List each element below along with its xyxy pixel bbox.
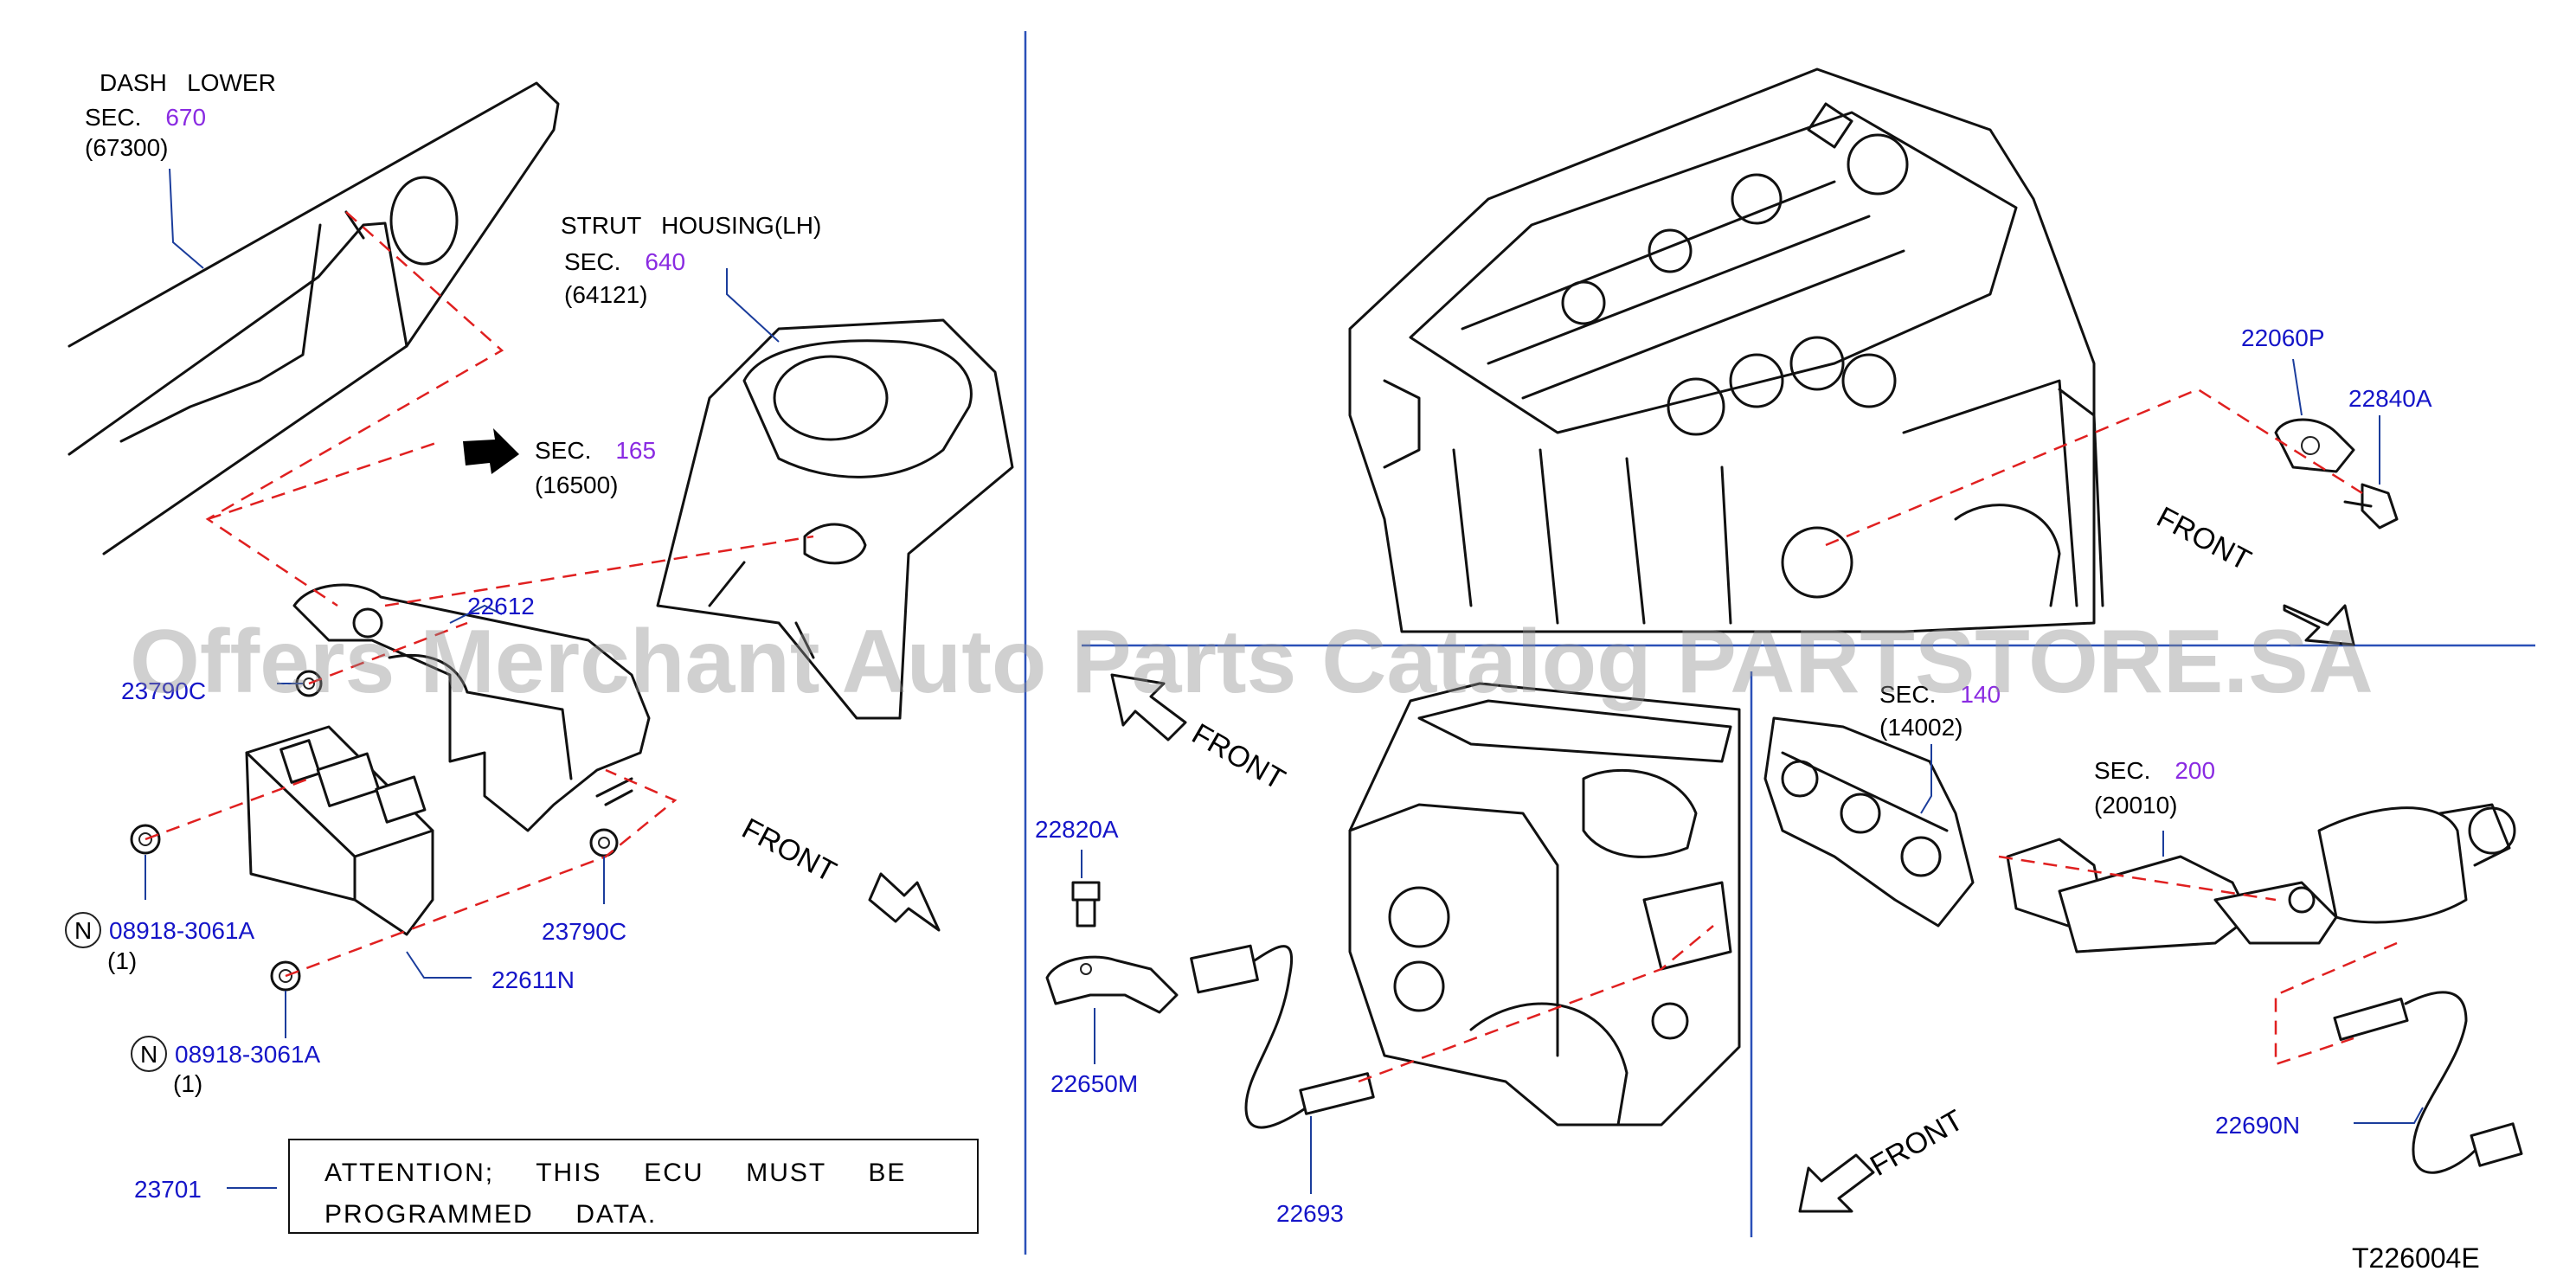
dash-lower-panel (67, 81, 560, 555)
attention-line-1: ATTENTION; THIS ECU MUST BE (324, 1159, 907, 1187)
sec-165-number: 165 (615, 437, 656, 464)
leader-lines (145, 168, 2424, 1194)
strut-housing-sec-number: 640 (645, 248, 685, 275)
strut-housing-code: (64121) (564, 281, 648, 308)
part-22611n[interactable]: 22611N (491, 966, 575, 993)
part-22650m[interactable]: 22650M (1050, 1070, 1138, 1097)
front-arrow-left-icon (868, 872, 941, 932)
front-arrow-right-top-icon (2283, 604, 2355, 646)
sec-165-ref: SEC.165 (535, 437, 656, 464)
attention-box: ATTENTION; THIS ECU MUST BE PROGRAMMED D… (288, 1139, 979, 1234)
front-arrow-middle-icon (1110, 673, 1187, 742)
part-23701[interactable]: 23701 (134, 1176, 202, 1203)
dash-lower-sec: SEC.670 (85, 104, 206, 131)
diagram-code: T226004E (2352, 1242, 2480, 1274)
part-22612[interactable]: 22612 (467, 593, 535, 620)
catalytic-converter (2006, 803, 2516, 953)
dash-lower-name: DASH LOWER (100, 69, 276, 96)
strut-housing-name: STRUT HOUSING(LH) (561, 212, 821, 239)
dashed-alignment-left (145, 211, 814, 978)
dash-lower-code: (67300) (85, 134, 169, 161)
n-symbol-upper: N (74, 917, 92, 944)
part-22693[interactable]: 22693 (1276, 1200, 1344, 1227)
strut-housing-sec: SEC.640 (564, 248, 685, 275)
part-08918-lower[interactable]: 08918-3061A (175, 1041, 320, 1068)
part-08918-upper[interactable]: 08918-3061A (109, 917, 254, 944)
sec-140-number: 140 (1960, 681, 2001, 708)
attention-line-2: PROGRAMMED DATA. (324, 1200, 658, 1229)
bracket-22650m (1045, 955, 1179, 1014)
bolt-22840a (2343, 483, 2399, 530)
dash-lower-sec-number: 670 (165, 104, 206, 131)
qty-08918-lower: (1) (173, 1070, 202, 1097)
part-23790c-upper[interactable]: 23790C (121, 677, 206, 704)
engine-upper (1348, 67, 2104, 633)
part-23790c-lower[interactable]: 23790C (542, 918, 626, 945)
bracket-22612 (292, 583, 651, 832)
front-label-left: FRONT (736, 812, 841, 889)
dashed-alignment-right (1358, 388, 2398, 1083)
sec-200-number: 200 (2175, 757, 2215, 784)
sec-200-ref: SEC.200 (2094, 757, 2215, 784)
stud-bolt (595, 777, 633, 806)
exhaust-manifold (1763, 716, 1975, 928)
qty-08918-upper: (1) (107, 947, 137, 974)
sec-140-ref: SEC.140 (1879, 681, 2001, 708)
sec-200-code: (20010) (2094, 792, 2178, 819)
engine-lower (1348, 682, 1741, 1127)
strut-housing (656, 318, 1014, 720)
ecu-22611n (245, 725, 434, 936)
part-22690n[interactable]: 22690N (2215, 1112, 2300, 1139)
part-22840a[interactable]: 22840A (2348, 385, 2432, 412)
front-label-right-bottom: FRONT (1865, 1103, 1969, 1182)
bolt-22820a (1071, 881, 1101, 928)
part-22820a[interactable]: 22820A (1035, 816, 1119, 843)
n-symbol-circle-lower (131, 1036, 167, 1072)
sec-165-code: (16500) (535, 472, 619, 498)
part-22060p[interactable]: 22060P (2241, 324, 2325, 351)
knock-sensor-22060p (2274, 418, 2355, 473)
oxygen-sensor-22693 (1190, 944, 1375, 1129)
watermark: Offers Merchant Auto Parts Catalog PARTS… (130, 612, 2374, 712)
sec-140-code: (14002) (1879, 714, 1963, 741)
nut-23790c-lower (589, 828, 619, 857)
front-arrow-right-bottom-icon (1798, 1153, 1875, 1213)
sec-165-arrow-icon (463, 428, 519, 474)
n-symbol-lower: N (140, 1041, 157, 1068)
oxygen-sensor-22690n (2333, 991, 2523, 1174)
n-symbol-circle-upper (65, 912, 101, 948)
front-label-right-top: FRONT (2151, 501, 2256, 578)
front-label-middle: FRONT (1186, 717, 1290, 796)
